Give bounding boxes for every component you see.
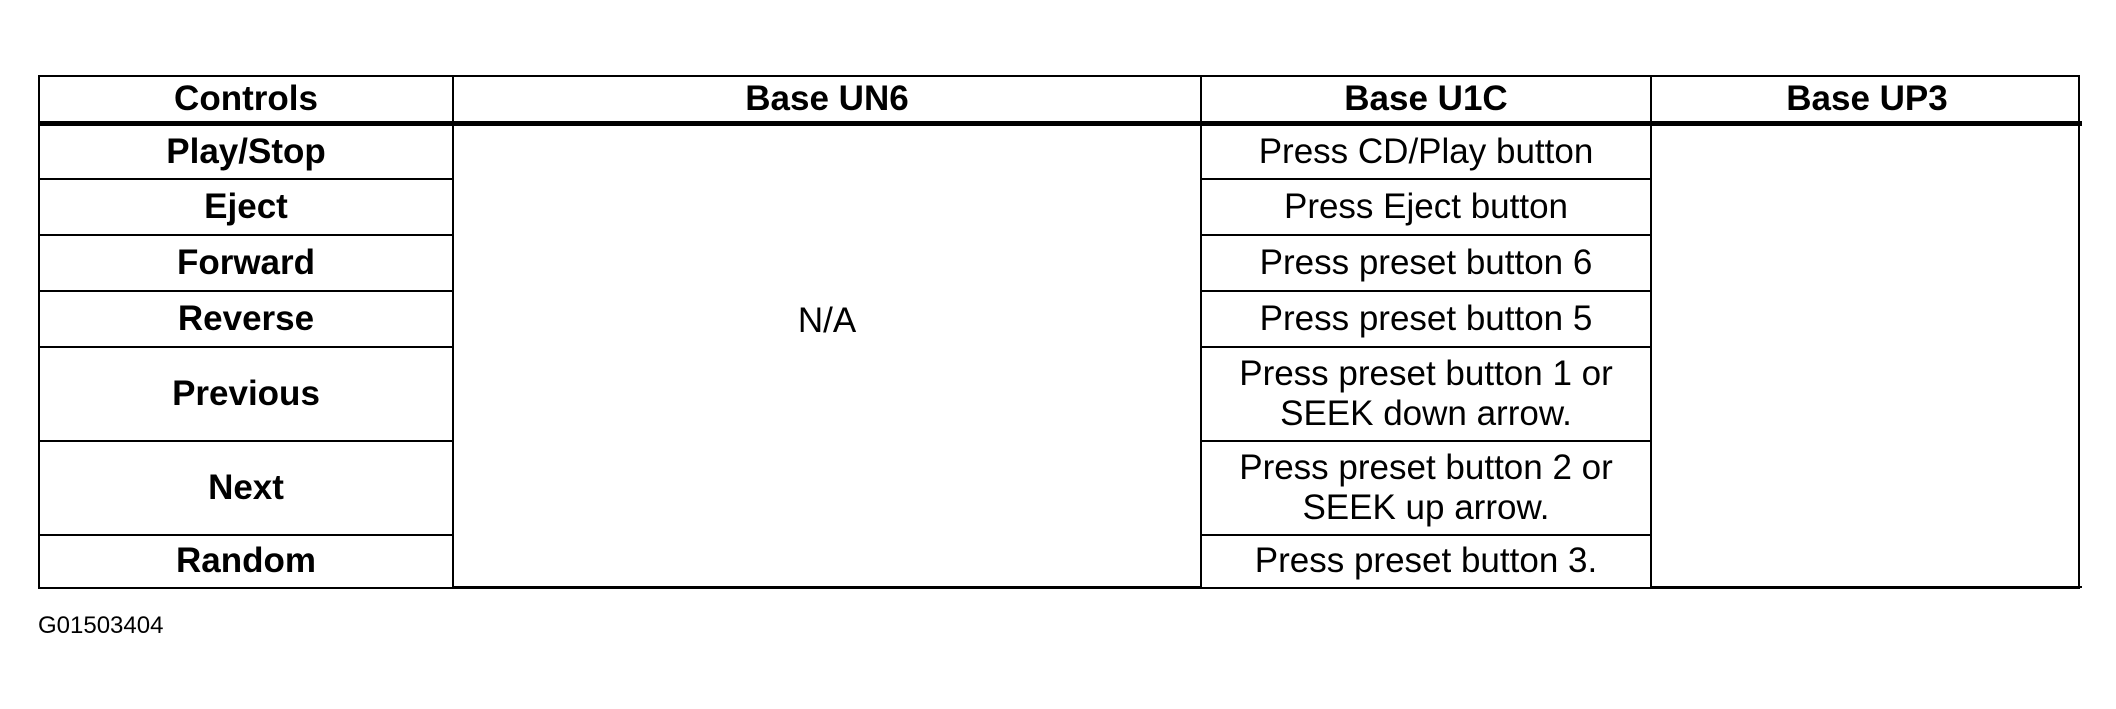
base-u1c-action: Press preset button 6	[1200, 234, 1651, 292]
control-label: Eject	[40, 178, 454, 236]
table-row: Play/Stop N/A Press CD/Play button	[40, 122, 2082, 588]
figure-id: G01503404	[38, 612, 164, 639]
controls-table: Controls Base UN6 Base U1C Base UP3 Play…	[40, 77, 2082, 588]
control-label: Previous	[40, 346, 454, 442]
table-row: Previous Press preset button 1 or SEEK d…	[40, 346, 2082, 442]
control-label: Forward	[40, 234, 454, 292]
table-row: Next Press preset button 2 or SEEK up ar…	[40, 440, 2082, 536]
table-row: Forward Press preset button 6	[40, 234, 2082, 292]
base-u1c-action: Press CD/Play button	[1200, 122, 1652, 180]
control-label: Next	[40, 440, 454, 536]
control-label: Play/Stop	[40, 122, 454, 180]
base-u1c-action: Press preset button 1 or SEEK down arrow…	[1200, 346, 1651, 442]
header-base-un6: Base UN6	[452, 77, 1202, 126]
base-up3-value	[1650, 122, 2082, 588]
base-u1c-action: Press preset button 3.	[1200, 534, 1651, 587]
control-label: Reverse	[40, 290, 454, 348]
header-base-up3: Base UP3	[1650, 77, 2082, 126]
base-un6-value: N/A	[452, 122, 1202, 588]
table-row: Reverse Press preset button 5	[40, 290, 2082, 348]
table-row: Eject Press Eject button	[40, 178, 2082, 236]
table-row: Random Press preset button 3.	[40, 534, 2082, 587]
table-header-row: Controls Base UN6 Base U1C Base UP3	[40, 77, 2082, 126]
control-label: Random	[40, 534, 454, 587]
header-controls: Controls	[40, 77, 454, 126]
base-u1c-action: Press Eject button	[1200, 178, 1651, 236]
header-base-u1c: Base U1C	[1200, 77, 1652, 126]
controls-table-frame: Controls Base UN6 Base U1C Base UP3 Play…	[38, 75, 2082, 589]
base-u1c-action: Press preset button 2 or SEEK up arrow.	[1200, 440, 1651, 536]
base-u1c-action: Press preset button 5	[1200, 290, 1651, 348]
